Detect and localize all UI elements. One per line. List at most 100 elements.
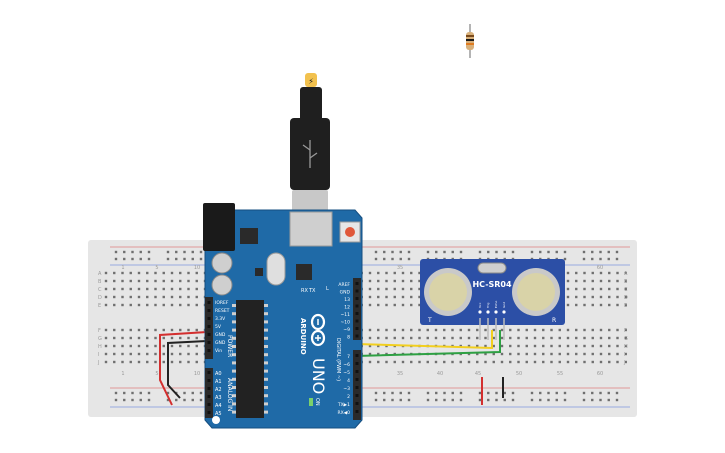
usb-socket (289, 211, 333, 247)
crystal (266, 252, 286, 286)
svg-text:B: B (624, 279, 628, 285)
crystal-oscillator (477, 262, 507, 274)
svg-text:G: G (624, 336, 628, 342)
svg-text:~9: ~9 (343, 327, 350, 333)
svg-text:~3: ~3 (343, 386, 350, 392)
wire-trig-yellow[interactable] (355, 330, 493, 350)
power-led (309, 398, 313, 406)
svg-text:55: 55 (557, 371, 563, 377)
svg-text:G: G (98, 336, 102, 342)
svg-text:60: 60 (597, 371, 603, 377)
svg-text:A3: A3 (215, 395, 222, 401)
sensor-right-mark: R (552, 317, 556, 324)
svg-text:RESET: RESET (215, 308, 230, 314)
svg-text:A4: A4 (215, 403, 222, 409)
svg-text:35: 35 (397, 371, 403, 377)
sensor-left-mark: T (427, 317, 432, 324)
svg-text:B: B (98, 279, 102, 285)
svg-text:45: 45 (475, 371, 481, 377)
svg-text:A: A (98, 271, 102, 277)
atmega-chip (236, 300, 264, 418)
svg-text:A0: A0 (215, 371, 222, 377)
svg-text:J: J (623, 360, 625, 366)
svg-text:40: 40 (437, 371, 443, 377)
wire-gnd-black[interactable] (167, 340, 208, 399)
svg-text:10: 10 (194, 371, 200, 377)
smd-chip (255, 268, 263, 276)
svg-text:AREF: AREF (338, 282, 350, 288)
power-label: POWER (226, 335, 233, 357)
svg-text:I: I (98, 352, 99, 358)
svg-text:C: C (98, 287, 102, 293)
l-label: L (326, 286, 329, 292)
wire-5v-red[interactable] (159, 331, 208, 406)
resistor[interactable] (466, 24, 474, 58)
svg-text:H: H (98, 344, 102, 350)
svg-text:50: 50 (516, 371, 522, 377)
svg-text:60: 60 (597, 265, 603, 271)
capacitor (211, 252, 233, 274)
svg-text:4: 4 (347, 378, 350, 384)
svg-text:35: 35 (397, 265, 403, 271)
analog-label: ANALOG IN (226, 378, 233, 411)
svg-text:~10: ~10 (341, 320, 351, 326)
digital-header-bottom (353, 350, 361, 420)
svg-text:E: E (98, 303, 101, 309)
svg-text:10: 10 (194, 265, 200, 271)
digital-label: DIGITAL (PWM ~) (335, 338, 341, 381)
svg-text:8: 8 (347, 335, 350, 341)
svg-text:1: 1 (121, 371, 124, 377)
wire-echo-green[interactable] (355, 330, 501, 357)
svg-text:I: I (624, 352, 625, 358)
svg-text:J: J (97, 360, 99, 366)
capacitor (211, 274, 233, 296)
svg-text:5V: 5V (215, 324, 222, 330)
on-label: ON (314, 398, 320, 406)
svg-text:5: 5 (155, 265, 158, 271)
svg-text:A2: A2 (215, 387, 222, 393)
model-text: UNO (309, 358, 328, 394)
svg-text:A5: A5 (215, 411, 222, 417)
svg-text:Vin: Vin (215, 348, 222, 354)
svg-text:7: 7 (347, 354, 350, 360)
svg-text:IOREF: IOREF (215, 300, 229, 306)
svg-text:12: 12 (344, 305, 350, 311)
svg-text:⚡: ⚡ (308, 77, 314, 86)
smd-chip (296, 264, 312, 280)
svg-text:Gnd: Gnd (502, 302, 506, 308)
svg-text:~6: ~6 (343, 362, 350, 368)
svg-text:A1: A1 (215, 379, 222, 385)
svg-text:A: A (624, 271, 628, 277)
svg-text:C: C (624, 287, 628, 293)
svg-text:1: 1 (121, 265, 124, 271)
svg-text:GND: GND (340, 290, 351, 296)
svg-text:RX◀0: RX◀0 (337, 410, 350, 416)
svg-text:F: F (98, 328, 101, 334)
rx-label: RX (301, 288, 308, 294)
arduino-logo (310, 313, 326, 347)
voltage-regulator (240, 228, 258, 244)
svg-text:Echo: Echo (494, 301, 498, 308)
svg-text:D: D (98, 295, 102, 301)
svg-text:~5: ~5 (343, 370, 350, 376)
analog-header (205, 368, 213, 418)
arduino-logo-text: ARDUINO (299, 318, 307, 355)
reset-button[interactable] (339, 221, 361, 243)
svg-text:13: 13 (344, 297, 350, 303)
tx-label: TX (308, 288, 316, 294)
sensor-label: HC-SR04 (472, 280, 512, 289)
svg-text:GND: GND (215, 332, 226, 338)
svg-text:H: H (624, 344, 628, 350)
svg-text:TX▶1: TX▶1 (337, 402, 350, 408)
svg-text:3.3V: 3.3V (215, 316, 226, 322)
svg-text:E: E (624, 303, 627, 309)
svg-text:5: 5 (155, 371, 158, 377)
svg-text:D: D (624, 295, 628, 301)
